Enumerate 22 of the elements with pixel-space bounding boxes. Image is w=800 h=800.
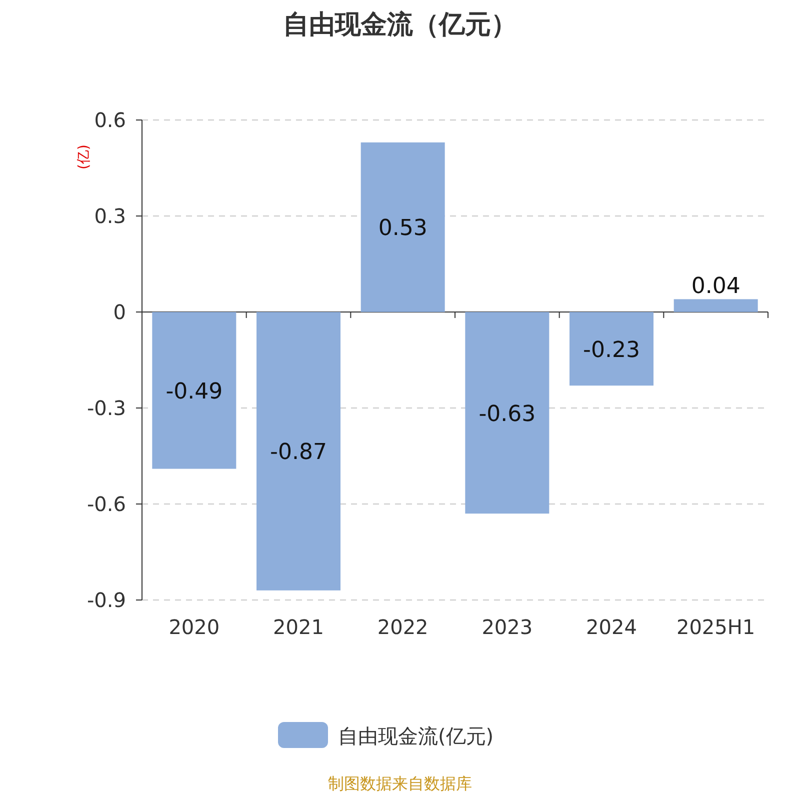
chart-title: 自由现金流（亿元） [283,10,517,40]
category-label: 2024 [586,615,637,639]
legend-label: 自由现金流(亿元) [338,724,494,748]
tick-label: 0 [113,300,126,324]
category-label: 2022 [377,615,428,639]
data-label: 0.53 [378,216,428,242]
tick-label: 0.6 [94,108,126,132]
y-axis-label: (亿) [76,144,92,170]
tick-label: -0.3 [86,396,126,420]
data-label: -0.23 [583,338,640,363]
category-label: 2023 [482,615,533,639]
source-note: 制图数据来自数据库 [328,774,472,793]
tick-label: -0.6 [86,492,126,516]
category-label: 2021 [273,615,324,639]
tick-label: -0.9 [86,588,126,612]
data-label: 0.04 [691,274,740,300]
data-label: -0.63 [478,402,536,427]
category-label: 2025H1 [676,615,756,639]
data-label: -0.49 [166,379,223,404]
tick-label: 0.3 [94,204,126,228]
data-label: -0.87 [270,440,327,466]
category-label: 2020 [168,615,220,639]
